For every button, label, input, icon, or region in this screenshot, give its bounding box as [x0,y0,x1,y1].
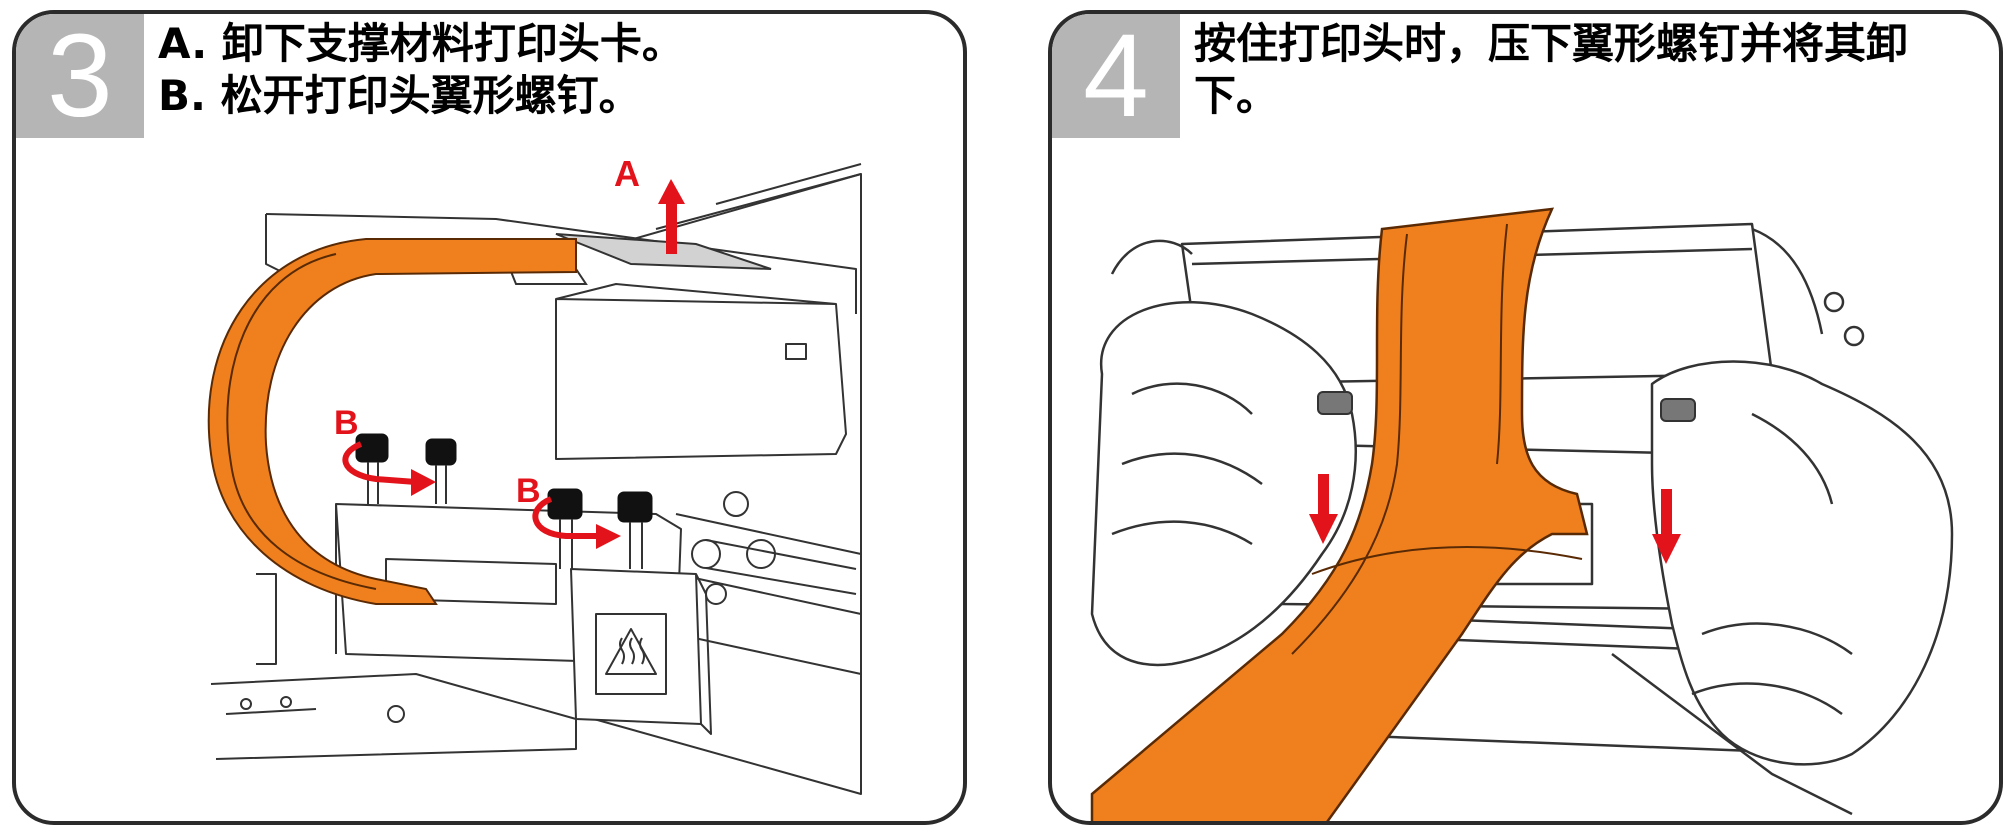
rotate-arrow-head-1 [411,469,436,496]
rotate-arrow-icon [342,441,417,485]
step-4-instructions: 按住打印头时，压下翼形螺钉并将其卸下。 [1194,18,1979,122]
arrow-up-icon [658,179,685,254]
ribbon-cable [207,238,577,605]
label-b-left: B [334,404,359,442]
rotate-arrow-head-2 [596,524,621,549]
printer-head-linework [1090,222,1954,816]
ribbon-cable [1090,207,1589,821]
arrow-down-icon [1309,474,1338,544]
printer-head-linework [210,163,862,795]
wing-screws [1317,391,1696,422]
label-b-right: B [516,472,541,510]
step-3-instructions: A. 卸下支撑材料打印头卡。 B. 松开打印头翼形螺钉。 [158,18,943,122]
label-a: A [614,153,640,194]
step-number-badge: 4 [1052,14,1180,138]
wing-screws [355,433,653,523]
step-4-panel: 4 按住打印头时，压下翼形螺钉并将其卸下。 [1048,10,2003,825]
step-3-illustration: A B B [207,153,862,795]
instruction-b: B. 松开打印头翼形螺钉。 [158,71,641,120]
arrow-down-icon-2 [1652,489,1681,564]
step-number-badge: 3 [16,14,144,138]
instruction-text: 按住打印头时，压下翼形螺钉并将其卸下。 [1194,19,1909,120]
rotate-arrow-icon-2 [532,496,601,539]
step-4-illustration [1090,207,1954,821]
instruction-a: A. 卸下支撑材料打印头卡。 [158,19,684,68]
step-3-panel: A B B 3 A. 卸下支撑材料打印头卡。 B. 松开打印头翼形螺钉。 [12,10,967,825]
